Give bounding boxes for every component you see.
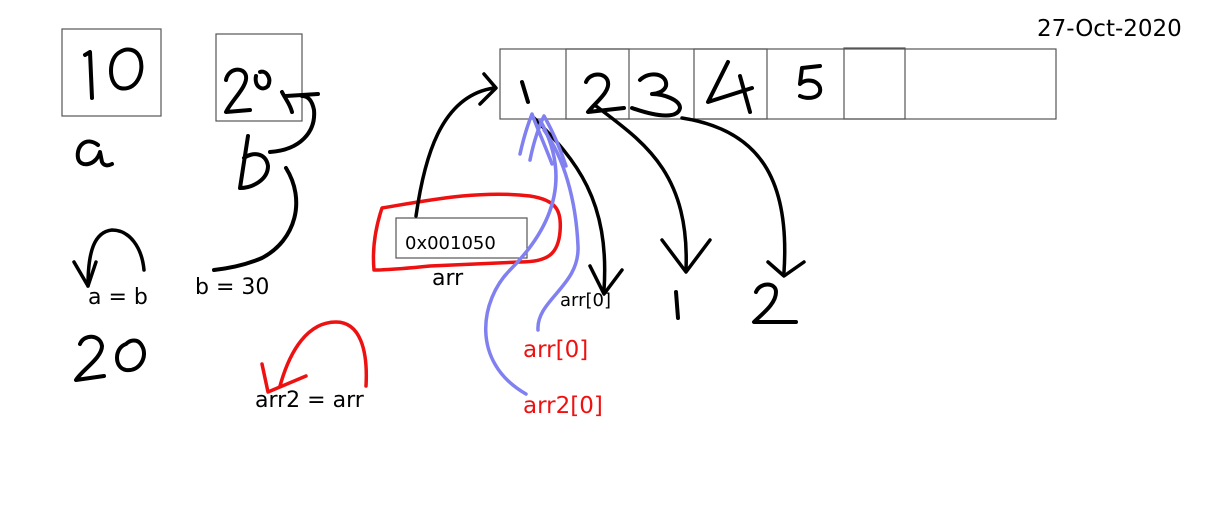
box-b — [215, 33, 303, 122]
curve-arrow-arr2 — [260, 320, 369, 394]
pointer-arrow — [414, 72, 498, 218]
handwritten-20-result — [74, 334, 146, 382]
box-a — [61, 28, 162, 117]
assign-b-label: b = 30 — [195, 275, 270, 300]
handwritten-10 — [83, 47, 144, 100]
handwritten-20 — [224, 67, 320, 114]
date-label: 27-Oct-2020 — [1037, 16, 1182, 42]
arr-label: arr — [432, 266, 464, 291]
arr-index-red-label: arr[0] — [523, 337, 589, 363]
copy-arrows — [532, 104, 806, 296]
arr-index-label: arr[0] — [560, 290, 612, 311]
assign-a-label: a = b — [88, 285, 148, 310]
assign-arr2-label: arr2 = arr — [255, 388, 364, 413]
array-container — [499, 48, 1057, 120]
array-cell-2-box — [565, 48, 630, 120]
handwritten-b — [212, 94, 317, 272]
address-box — [395, 217, 528, 259]
handwritten-a — [75, 139, 114, 168]
handwritten-copied-values — [674, 282, 798, 324]
array-cell-6-box — [843, 47, 906, 120]
address-label: 0x001050 — [405, 233, 496, 254]
array-cell-4-box — [693, 48, 768, 120]
arr-pointer-violet — [528, 114, 580, 332]
handwritten-array-values — [520, 60, 823, 118]
address-highlight — [371, 192, 563, 272]
arr2-index-label: arr2[0] — [523, 393, 603, 419]
curve-arrow-a — [72, 228, 146, 288]
arr2-pointer-violet — [484, 112, 558, 396]
